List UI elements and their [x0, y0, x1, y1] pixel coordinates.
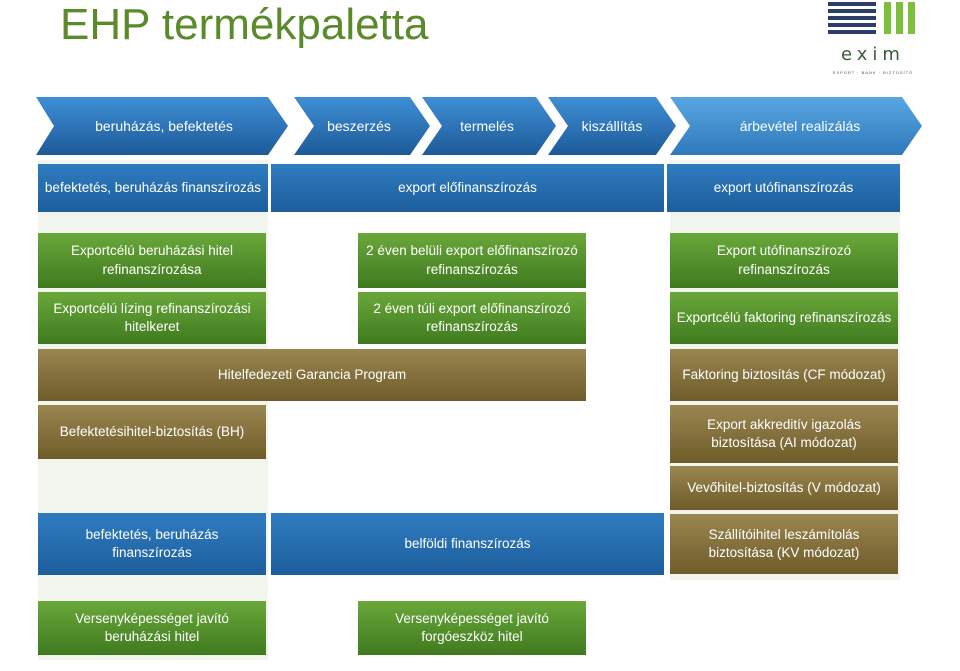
product-exp-beruhazasi: Exportcélú beruházási hitel refinanszíro… — [38, 233, 266, 288]
product-2-even-tuli: 2 éven túli export előfinanszírozó refin… — [358, 292, 586, 344]
domestic-middle: belföldi finanszírozás — [271, 513, 664, 575]
product-uto: Export utófinanszírozó refinanszírozás — [670, 233, 898, 288]
logo-tagline: EXPORT · BANK · BIZTOSÍTÓ — [832, 70, 914, 75]
stage-beruhazas: beruházás, befektetés — [95, 118, 233, 134]
product-2-even-belul: 2 éven belüli export előfinanszírozó ref… — [358, 233, 586, 288]
domestic-left: befektetés, beruházás finanszírozás — [38, 513, 266, 575]
stage-kiszallitas: kiszállítás — [581, 118, 643, 134]
competitiveness-left: Versenyképességet javító beruházási hite… — [38, 601, 266, 655]
insurance-cf: Faktoring biztosítás (CF módozat) — [670, 349, 898, 401]
page-title: EHP termékpaletta — [60, 0, 429, 49]
row2-right: export utófinanszírozás — [667, 164, 900, 212]
stage-chevrons — [36, 97, 922, 155]
insurance-hgp: Hitelfedezeti Garancia Program — [38, 349, 586, 401]
exim-logo — [828, 2, 915, 34]
insurance-v: Vevőhitel-biztosítás (V módozat) — [670, 466, 898, 510]
competitiveness-right: Versenyképességet javító forgóeszköz hit… — [358, 601, 586, 655]
insurance-bh: Befektetésihitel-biztosítás (BH) — [38, 405, 266, 459]
product-exp-lizing: Exportcélú lízing refinanszírozási hitel… — [38, 292, 266, 344]
insurance-ai: Export akkreditív igazolás biztosítása (… — [670, 405, 898, 463]
insurance-kv: Szállítóihitel leszámítolás biztosítása … — [670, 514, 898, 574]
stage-beszerzes: beszerzés — [327, 118, 391, 134]
stage-arbevetel: árbevétel realizálás — [739, 118, 861, 134]
row2-left: befektetés, beruházás finanszírozás — [38, 164, 268, 212]
stage-termeles: termelés — [460, 118, 514, 134]
row2-middle: export előfinanszírozás — [271, 164, 664, 212]
logo-wordmark: exim — [841, 44, 905, 65]
product-faktoring: Exportcélú faktoring refinanszírozás — [670, 292, 898, 344]
